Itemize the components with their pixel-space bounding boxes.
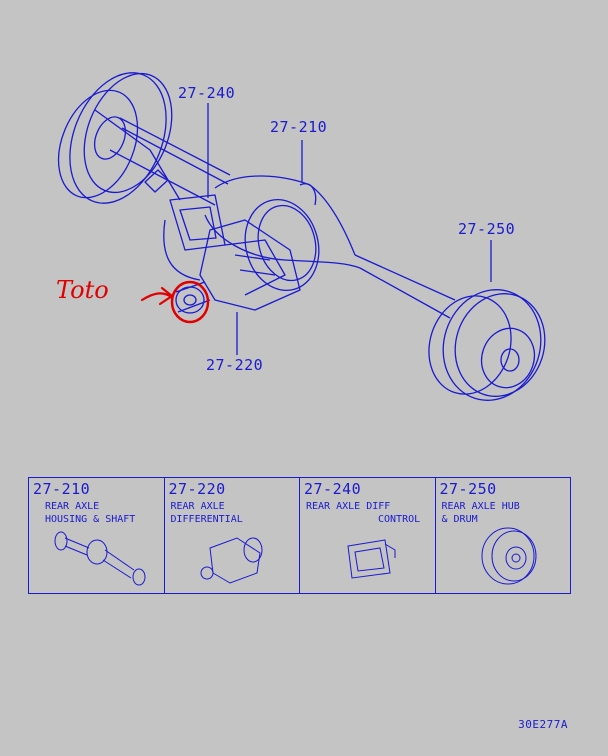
right-brake-drum [428, 289, 546, 401]
legend-cell-diff-control[interactable]: 27-240 REAR AXLE DIFF CONTROL [300, 478, 436, 593]
legend-code: 27-210 [33, 480, 91, 498]
legend-cell-hub-drum[interactable]: 27-250 REAR AXLE HUB & DRUM [436, 478, 571, 593]
callout-diff-control: 27-240 [178, 84, 236, 102]
callout-differential: 27-220 [206, 356, 264, 374]
callout-housing: 27-210 [270, 118, 328, 136]
hub-drum-thumbnail [481, 527, 536, 585]
legend-desc: REAR AXLE HOUSING & SHAFT [45, 501, 136, 525]
handwritten-note: Toto [56, 276, 109, 304]
differential-carrier [175, 198, 320, 314]
housing-thumbnail [54, 531, 146, 586]
legend-code: 27-250 [439, 480, 497, 498]
legend-code: 27-220 [168, 480, 226, 498]
drawing-code: 30E277A [518, 718, 568, 731]
legend-desc: REAR AXLE HUB & DRUM [441, 501, 520, 525]
diff-control-bracket [163, 194, 226, 281]
parts-legend: 27-210 REAR AXLE HOUSING & SHAFT 27-220 … [28, 477, 571, 594]
legend-desc: REAR AXLE DIFF CONTROL [306, 501, 421, 525]
red-arrow-annotation [140, 286, 174, 306]
legend-code: 27-240 [304, 480, 362, 498]
left-brake-drum [57, 72, 173, 204]
legend-cell-housing[interactable]: 27-210 REAR AXLE HOUSING & SHAFT [29, 478, 165, 593]
rear-axle-assembly-drawing [57, 72, 546, 401]
differential-thumbnail [200, 537, 262, 584]
callout-hub-drum: 27-250 [458, 220, 516, 238]
callout-leaders [207, 103, 492, 355]
legend-desc: REAR AXLE DIFFERENTIAL [170, 501, 243, 525]
axle-housing [204, 175, 456, 319]
legend-cell-differential[interactable]: 27-220 REAR AXLE DIFFERENTIAL [165, 478, 300, 593]
red-circle-annotation [170, 280, 210, 324]
left-axle-tube [94, 109, 231, 206]
diff-control-thumbnail [347, 539, 396, 579]
